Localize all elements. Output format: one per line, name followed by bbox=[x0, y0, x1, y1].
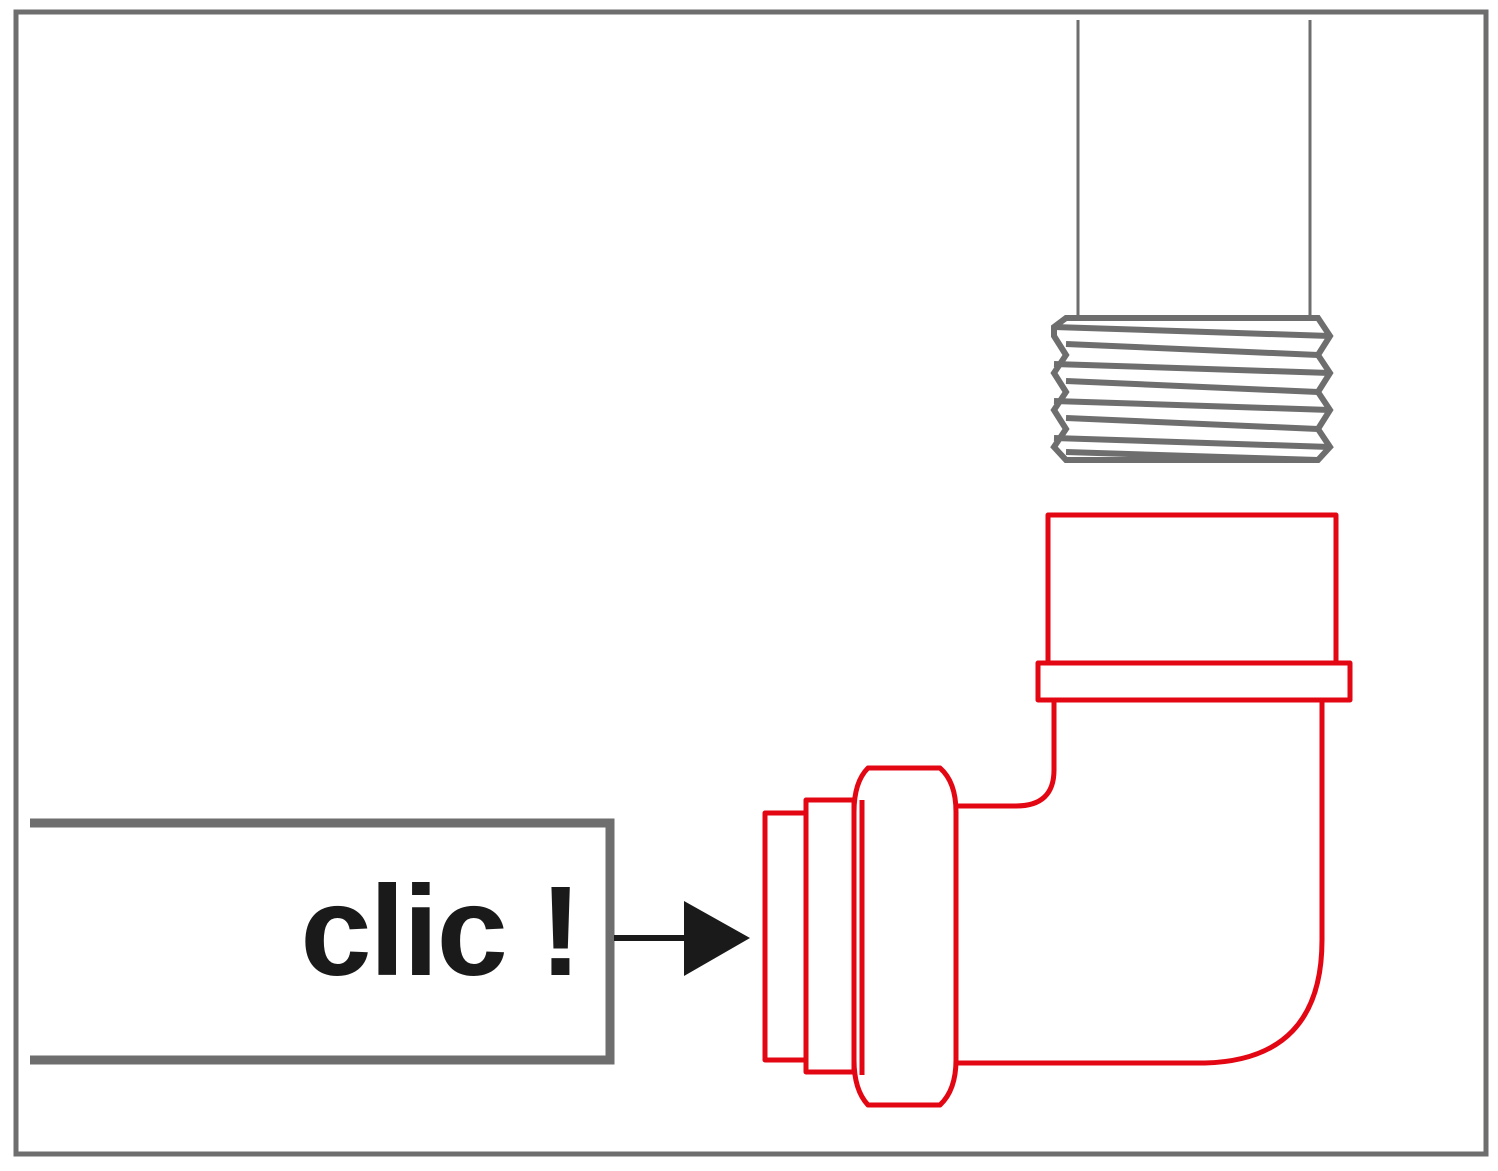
fitting-hex-nut bbox=[851, 765, 959, 1108]
elbow-fitting bbox=[762, 512, 1353, 1108]
thread-outline bbox=[1050, 315, 1334, 463]
hose-pipe-outline bbox=[30, 818, 615, 1065]
threaded-pipe-end bbox=[1050, 20, 1334, 463]
push-arrow bbox=[614, 901, 750, 976]
fitting-elbow-body bbox=[955, 700, 1325, 1066]
fitting-inlet-collar-inner bbox=[803, 797, 857, 1075]
fitting-top-socket bbox=[1045, 512, 1339, 666]
fitting-inlet-collar-outer bbox=[762, 810, 809, 1063]
thread-ridges bbox=[1053, 324, 1331, 463]
fitting-collar-ring bbox=[1035, 660, 1353, 703]
push-arrow-head bbox=[684, 901, 750, 976]
frame-border bbox=[13, 9, 1489, 1157]
clic-label: clic ! bbox=[300, 860, 580, 1003]
hose-pipe: clic ! bbox=[30, 818, 615, 1065]
